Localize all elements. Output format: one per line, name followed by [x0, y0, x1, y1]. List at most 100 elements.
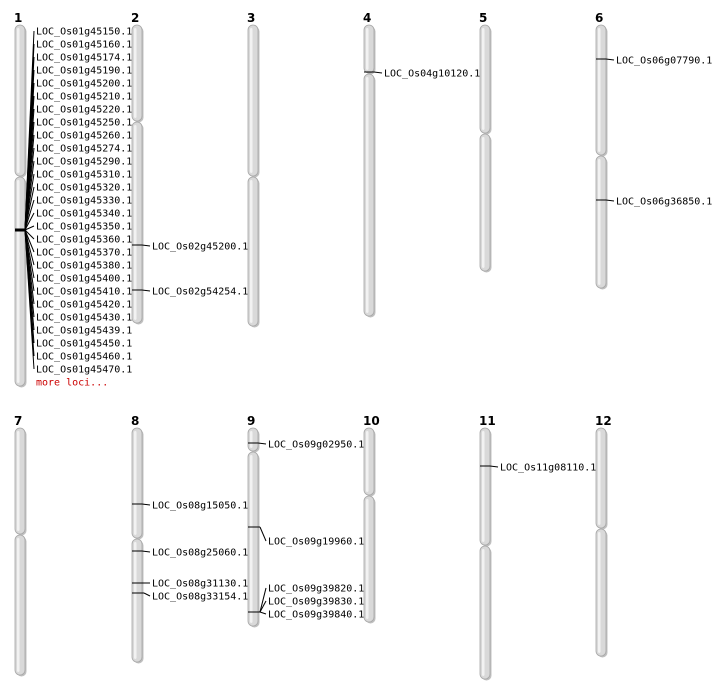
chromosome-12-p-arm-highlight [598, 431, 601, 525]
locus-label[interactable]: LOC_Os02g54254.1 [152, 287, 248, 298]
chromosome-7-q-arm-highlight [17, 538, 20, 672]
connector-line [141, 503, 151, 506]
connector-line [257, 442, 267, 445]
locus-label[interactable]: LOC_Os08g33154.1 [152, 592, 248, 603]
chromosome-11-p-arm[interactable] [479, 427, 491, 546]
chromosome-9-p-arm[interactable] [247, 427, 259, 452]
locus-label[interactable]: LOC_Os04g10120.1 [384, 69, 480, 80]
chromosome-number: 2 [131, 11, 139, 25]
connector-line [373, 71, 383, 74]
chromosome-2-q-arm-highlight [134, 125, 137, 320]
locus-label[interactable]: LOC_Os09g02950.1 [268, 440, 364, 451]
locus-label[interactable]: LOC_Os11g08110.1 [500, 463, 596, 474]
connector-line [24, 225, 35, 231]
chromosome-2-p-arm[interactable] [131, 24, 143, 122]
chromosome-7-q-arm[interactable] [14, 534, 26, 676]
chromosome-11-q-arm[interactable] [479, 545, 491, 680]
chromosome-number: 4 [363, 11, 371, 25]
locus-label[interactable]: LOC_Os01g45410.1 [36, 287, 132, 298]
chromosome-3-q-arm-highlight [250, 180, 253, 323]
locus-label[interactable]: LOC_Os01g45360.1 [36, 235, 132, 246]
chromosome-7-p-arm-highlight [17, 431, 20, 531]
chromosome-10-q-arm-highlight [366, 499, 369, 619]
chromosome-4-p-arm[interactable] [363, 24, 375, 74]
locus-label[interactable]: LOC_Os06g07790.1 [616, 56, 712, 67]
locus-label[interactable]: LOC_Os08g31130.1 [152, 579, 248, 590]
chromosome-number: 12 [595, 414, 612, 428]
connector-line [259, 587, 267, 613]
locus-label[interactable]: LOC_Os01g45370.1 [36, 248, 132, 259]
locus-label[interactable]: LOC_Os08g15050.1 [152, 501, 248, 512]
chromosome-1-q-arm[interactable] [14, 176, 26, 387]
locus-label[interactable]: LOC_Os01g45220.1 [36, 105, 132, 116]
locus-label[interactable]: LOC_Os01g45150.1 [36, 27, 132, 38]
chromosome-number: 1 [14, 11, 22, 25]
chromosome-6-q-arm[interactable] [595, 155, 607, 289]
locus-label[interactable]: LOC_Os01g45250.1 [36, 118, 132, 129]
locus-label[interactable]: LOC_Os01g45310.1 [36, 170, 132, 181]
chromosome-12-q-arm[interactable] [595, 528, 607, 657]
chromosome-6-p-arm[interactable] [595, 24, 607, 156]
chromosome-8-q-arm-highlight [134, 542, 137, 659]
connector-line [605, 58, 615, 61]
locus-label[interactable]: LOC_Os01g45420.1 [36, 300, 132, 311]
locus-label[interactable]: LOC_Os01g45190.1 [36, 66, 132, 77]
chromosome-3-q-arm[interactable] [247, 176, 259, 327]
connector-line [143, 592, 151, 597]
locus-label[interactable]: LOC_Os09g39820.1 [268, 584, 364, 595]
chromosome-12-p-arm[interactable] [595, 427, 607, 529]
locus-label[interactable]: LOC_Os01g45439.1 [36, 326, 132, 337]
chromosome-8-q-arm[interactable] [131, 538, 143, 663]
locus-label[interactable]: LOC_Os01g45320.1 [36, 183, 132, 194]
chromosome-9-q-arm[interactable] [247, 451, 259, 627]
chromosome-1-p-arm-highlight [17, 28, 20, 173]
locus-label[interactable]: LOC_Os06g36850.1 [616, 197, 712, 208]
connector-line [259, 600, 267, 613]
locus-label[interactable]: LOC_Os09g39830.1 [268, 597, 364, 608]
chromosome-5-p-arm[interactable] [479, 24, 491, 134]
chromosome-11-q-arm-highlight [482, 549, 485, 676]
more-loci-link[interactable]: more loci... [36, 378, 108, 389]
locus-label[interactable]: LOC_Os01g45350.1 [36, 222, 132, 233]
locus-label[interactable]: LOC_Os01g45260.1 [36, 131, 132, 142]
chromosome-number: 8 [131, 414, 139, 428]
locus-label[interactable]: LOC_Os01g45200.1 [36, 79, 132, 90]
chromosome-number: 3 [247, 11, 255, 25]
chromosome-5-q-arm-highlight [482, 137, 485, 268]
chromosome-5-q-arm[interactable] [479, 133, 491, 272]
chromosome-7-p-arm[interactable] [14, 427, 26, 535]
chromosome-10-q-arm[interactable] [363, 495, 375, 623]
chromosome-6-q-arm-highlight [598, 159, 601, 285]
locus-label[interactable]: LOC_Os01g45174.1 [36, 53, 132, 64]
locus-label[interactable]: LOC_Os02g45200.1 [152, 242, 248, 253]
chromosome-number: 5 [479, 11, 487, 25]
locus-label[interactable]: LOC_Os09g39840.1 [268, 610, 364, 621]
chromosome-12-q-arm-highlight [598, 532, 601, 653]
locus-label[interactable]: LOC_Os01g45470.1 [36, 365, 132, 376]
chromosome-1-p-arm[interactable] [14, 24, 26, 177]
connector-line [259, 526, 267, 542]
locus-label[interactable]: LOC_Os09g19960.1 [268, 537, 364, 548]
chromosome-4-p-arm-highlight [366, 28, 369, 70]
locus-label[interactable]: LOC_Os01g45400.1 [36, 274, 132, 285]
connector-line [24, 212, 35, 231]
locus-label[interactable]: LOC_Os01g45430.1 [36, 313, 132, 324]
locus-label[interactable]: LOC_Os01g45340.1 [36, 209, 132, 220]
locus-label[interactable]: LOC_Os01g45330.1 [36, 196, 132, 207]
locus-label[interactable]: LOC_Os01g45380.1 [36, 261, 132, 272]
locus-label[interactable]: LOC_Os01g45160.1 [36, 40, 132, 51]
chromosome-4-q-arm[interactable] [363, 73, 375, 317]
locus-label[interactable]: LOC_Os01g45210.1 [36, 92, 132, 103]
connector-line [24, 229, 35, 253]
chromosome-8-p-arm[interactable] [131, 427, 143, 539]
connector-line [141, 289, 151, 292]
locus-label[interactable]: LOC_Os01g45274.1 [36, 144, 132, 155]
locus-label[interactable]: LOC_Os01g45450.1 [36, 339, 132, 350]
locus-label[interactable]: LOC_Os01g45460.1 [36, 352, 132, 363]
chromosome-3-p-arm[interactable] [247, 24, 259, 177]
locus-label[interactable]: LOC_Os01g45290.1 [36, 157, 132, 168]
chromosome-number: 10 [363, 414, 380, 428]
chromosome-2-q-arm[interactable] [131, 121, 143, 324]
locus-label[interactable]: LOC_Os08g25060.1 [152, 548, 248, 559]
chromosome-10-p-arm[interactable] [363, 427, 375, 496]
